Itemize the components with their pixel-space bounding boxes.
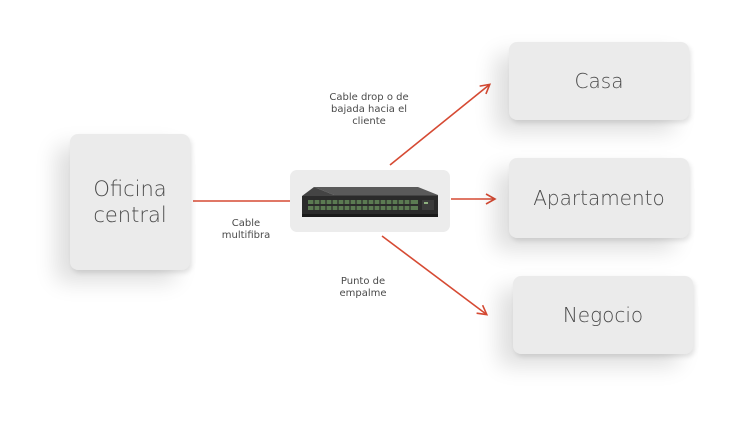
splice-point-label-line1: Punto de (340, 276, 386, 287)
casa-label: Casa (574, 69, 624, 93)
apartamento-label: Apartamento (533, 186, 665, 210)
arrow-to-casa (389, 83, 492, 166)
drop-cable-label-line2: bajada hacia el (330, 104, 407, 115)
central-office-node: Oficina central (70, 134, 190, 270)
splice-point-node (290, 170, 450, 232)
arrow-to-negocio (381, 235, 489, 316)
splice-point-label: Punto de empalme (318, 276, 408, 300)
apartamento-node: Apartamento (509, 158, 689, 238)
multifiber-cable-label-line1: Cable (231, 218, 261, 229)
casa-node: Casa (509, 42, 689, 120)
drop-cable-label-line1: Cable drop o de (329, 92, 409, 103)
multifiber-cable-label: Cable multifibra (206, 218, 286, 242)
splice-point-label-line2: empalme (339, 288, 387, 299)
network-switch-icon (302, 187, 438, 217)
negocio-node: Negocio (513, 276, 693, 354)
drop-cable-label: Cable drop o de bajada hacia el cliente (310, 92, 428, 128)
central-office-label-line1: Oficina (93, 177, 167, 201)
drop-cable-label-line3: cliente (352, 116, 386, 127)
negocio-label: Negocio (562, 303, 644, 327)
multifiber-cable-label-line2: multifibra (221, 230, 271, 241)
central-office-label-line2: central (93, 203, 167, 227)
